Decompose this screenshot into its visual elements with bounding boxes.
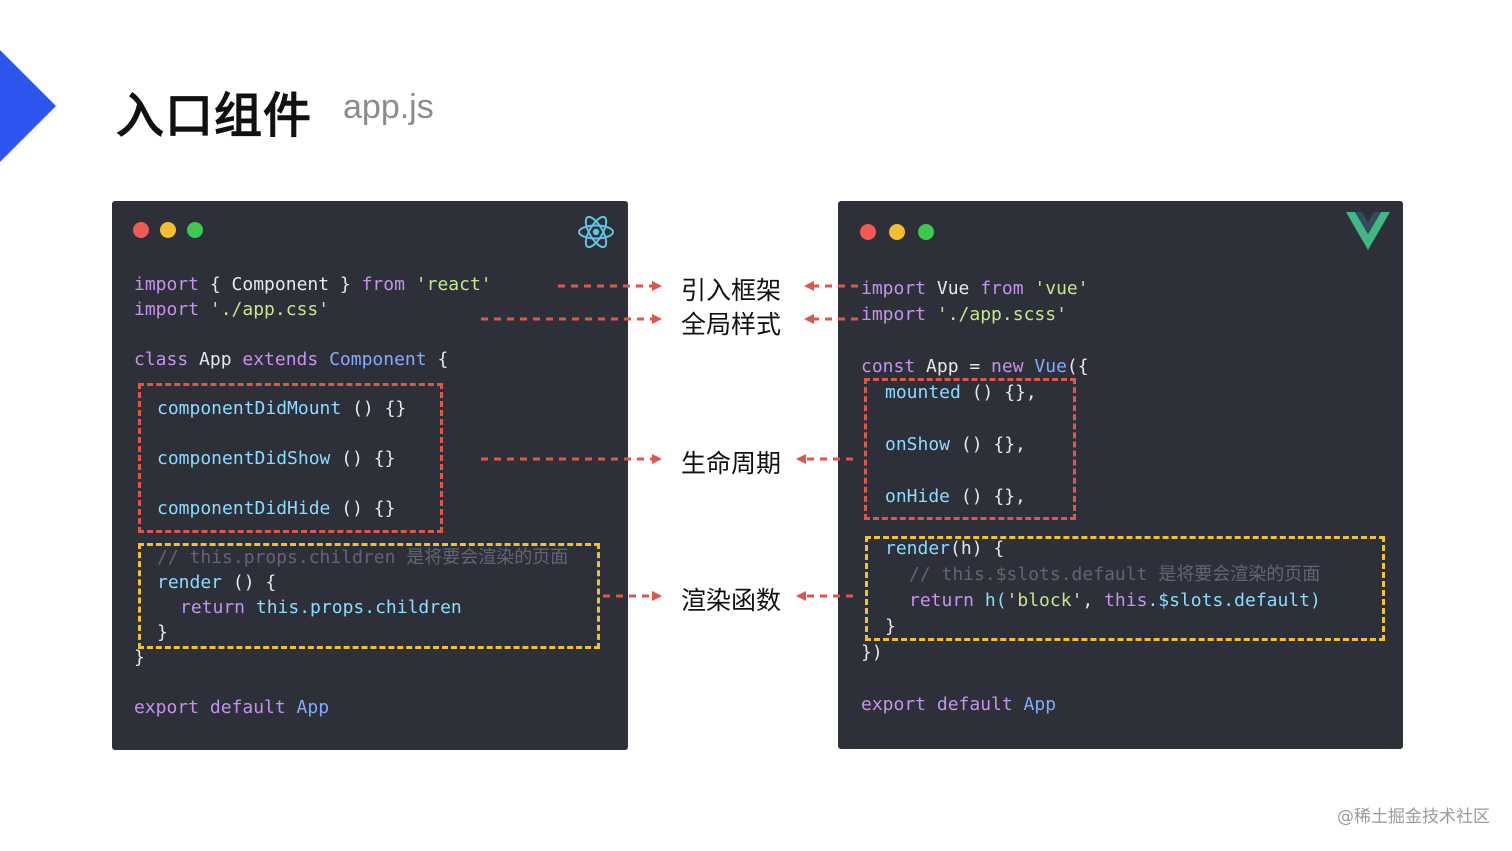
code-line-mounted: mounted () {}, (885, 382, 1037, 403)
window-minimize-dot (889, 224, 905, 240)
code-line-import-css: import './app.css' (134, 299, 330, 320)
window-maximize-dot (918, 224, 934, 240)
react-render-box (138, 543, 600, 649)
code-comment-slots-default: // this.$slots.default 是将要会渲染的页面 (909, 564, 1321, 585)
code-line-return-h-block: return h('block', this.$slots.default) (909, 590, 1321, 611)
vue-lifecycle-box (864, 378, 1076, 520)
code-line-class-app: class App extends Component { (134, 349, 449, 370)
label-render-function: 渲染函数 (681, 586, 782, 615)
window-maximize-dot (187, 222, 203, 238)
code-line-render: render () { (157, 572, 277, 593)
window-close-dot (133, 222, 149, 238)
window-minimize-dot (160, 222, 176, 238)
code-line-export-default: export default App (134, 697, 330, 718)
code-line-import-component: import { Component } from 'react' (134, 274, 492, 295)
page-title: 入口组件 (116, 88, 313, 144)
code-line-render-h: render(h) { (885, 538, 1005, 559)
label-import-framework: 引入框架 (681, 276, 782, 305)
page-subtitle: app.js (343, 88, 434, 126)
code-line-export-default: export default App (861, 694, 1057, 715)
vue-render-box (865, 536, 1385, 641)
code-line-vue-close: }) (861, 642, 883, 663)
label-global-style: 全局样式 (681, 310, 782, 339)
code-line-class-close: } (134, 647, 145, 668)
code-line-component-did-hide: componentDidHide () {} (157, 498, 396, 519)
code-line-onhide: onHide () {}, (885, 486, 1026, 507)
code-line-component-did-mount: componentDidMount () {} (157, 398, 407, 419)
code-comment-props-children: // this.props.children 是将要会渲染的页面 (157, 547, 569, 568)
code-line-render-close: } (157, 622, 168, 643)
react-lifecycle-box (138, 383, 443, 533)
react-logo-icon (578, 215, 614, 249)
watermark: @稀土掘金技术社区 (1337, 807, 1490, 827)
window-close-dot (860, 224, 876, 240)
vue-code-panel: import Vue from 'vue' import './app.scss… (838, 201, 1403, 749)
label-lifecycle: 生命周期 (681, 449, 782, 478)
code-line-const-app: const App = new Vue({ (861, 356, 1089, 377)
code-line-return-children: return this.props.children (180, 597, 462, 618)
vue-logo-icon (1346, 212, 1390, 250)
code-line-onshow: onShow () {}, (885, 434, 1026, 455)
code-line-component-did-show: componentDidShow () {} (157, 448, 396, 469)
code-line-render-close: } (885, 616, 896, 637)
react-code-panel: import { Component } from 'react' import… (112, 201, 628, 750)
code-line-import-scss: import './app.scss' (861, 304, 1067, 325)
code-line-import-vue: import Vue from 'vue' (861, 278, 1089, 299)
